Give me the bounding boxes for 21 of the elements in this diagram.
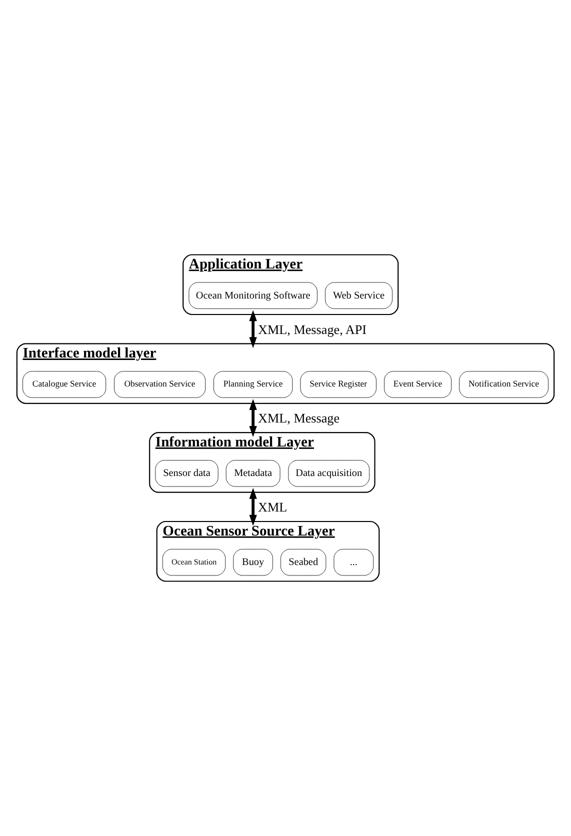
node-box: Sensor data — [155, 460, 218, 487]
node-box: Observation Service — [114, 371, 206, 398]
arrow — [249, 310, 257, 348]
node-box: Service Register — [300, 371, 376, 398]
edge-label: XML, Message — [258, 410, 340, 426]
arrow — [249, 488, 257, 526]
node-box: Catalogue Service — [22, 371, 106, 398]
node-box: Event Service — [384, 371, 452, 398]
node-box: Seabed — [280, 548, 326, 576]
node-box: Buoy — [233, 548, 273, 576]
edge-label: XML, Message, API — [258, 322, 367, 337]
node-box: Planning Service — [214, 371, 293, 398]
node-box: ... — [334, 548, 374, 576]
node-box: Web Service — [325, 282, 392, 309]
node-box: Data acquisition — [288, 460, 370, 487]
edge-label: XML — [258, 500, 288, 515]
node-box: Metadata — [226, 460, 280, 487]
node-box: Ocean Station — [162, 548, 226, 576]
node-box: Ocean Monitoring Software — [188, 282, 318, 309]
arrow — [249, 399, 257, 437]
node-box: Notification Service — [459, 371, 548, 398]
